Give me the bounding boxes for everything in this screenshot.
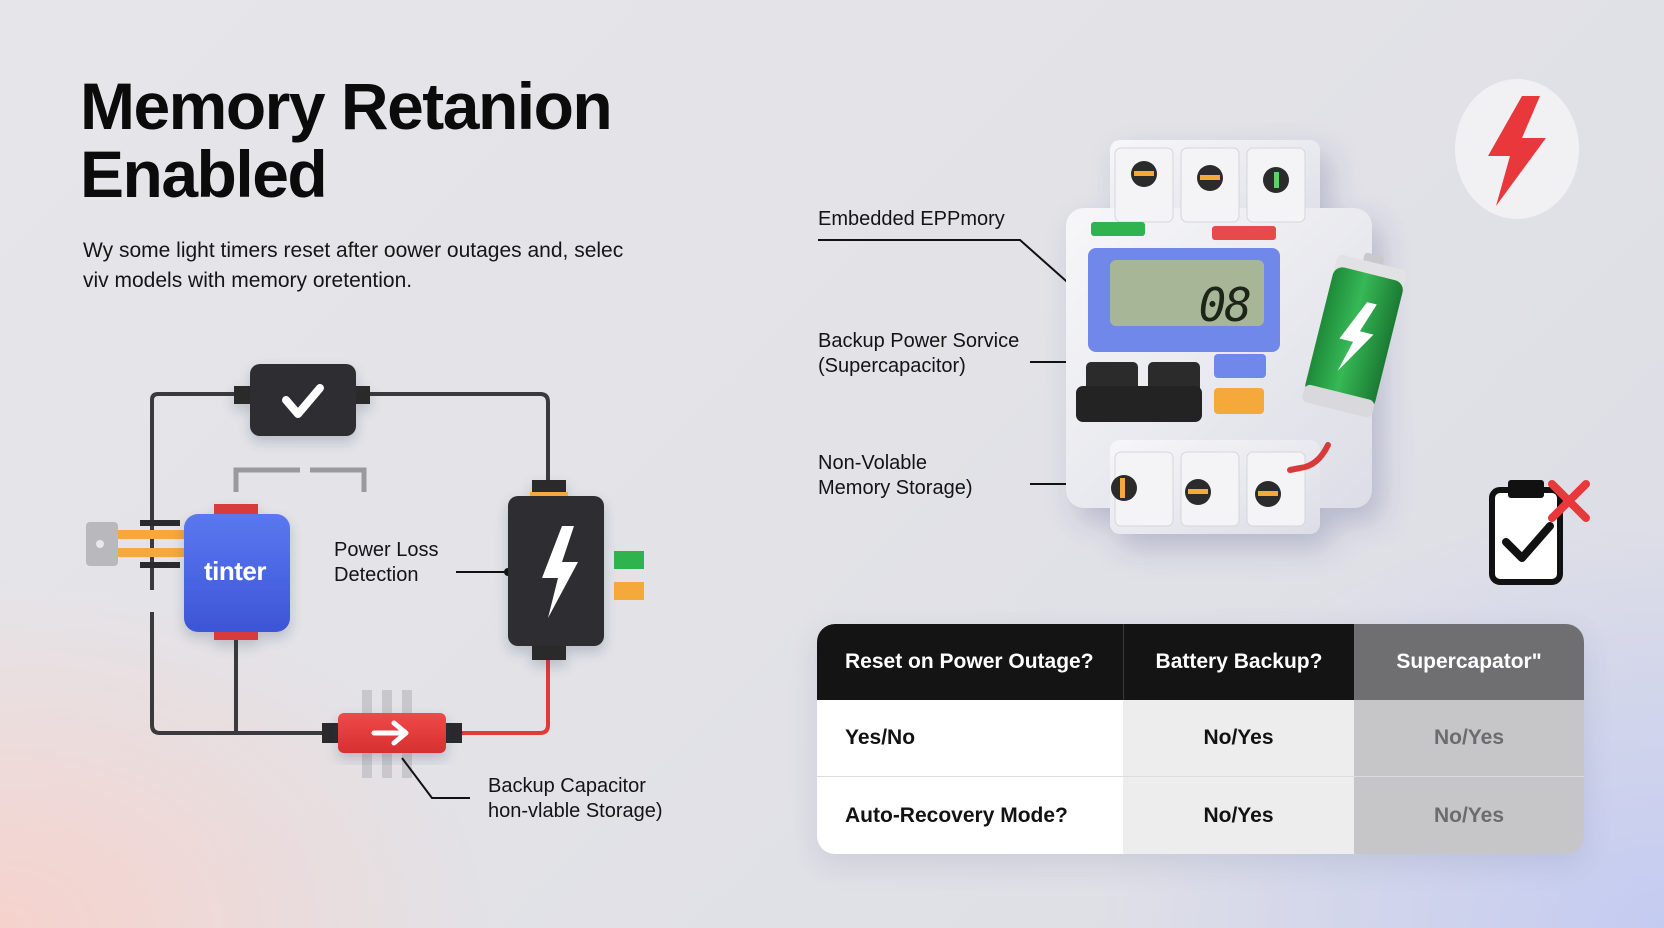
arrow-right-icon [371,720,409,746]
table-cell: No/Yes [1123,777,1354,854]
nonvolatile-label: Non-Volable Memory Storage) [818,451,973,501]
ghost-wire [310,467,367,492]
bottom-terminals [1111,451,1306,527]
ghost-wire [233,467,300,492]
title-line-1: Memory Retanion [80,69,613,143]
timer-device-illustration [818,79,1590,585]
red-wire [440,660,550,735]
subtitle-line-2: viv models with memory oretention. [83,269,413,292]
battery-charging-icon [1302,252,1407,418]
subtitle-line-1: Wy some light timers reset after oower o… [83,239,624,262]
close-icon [1548,480,1590,522]
lightning-bolt-icon [542,526,578,618]
device-switch [1076,386,1202,422]
comparison-table: Reset on Power Outage? Battery Backup? S… [817,624,1584,854]
lcd-digits: 08 [1198,278,1252,332]
power-loss-label-line-2: Detection [334,564,419,586]
backup-power-label: Backup Power Sorvice (Supercapacitor) [818,329,1019,379]
eeprom-label: Embedded EPPmory [818,208,1005,230]
subtitle: Wy some light timers reset after oower o… [83,236,683,296]
check-module [234,364,370,436]
clipboard-check-icon [1489,480,1590,585]
nonvolatile-label-line-1: Non-Volable [818,452,927,474]
top-terminals [1114,147,1306,223]
leader-line [401,757,470,799]
power-loss-label: Power Loss Detection [334,538,439,588]
lcd-screen [1110,260,1264,326]
table-header: Battery Backup? [1123,624,1354,700]
device-button-orange [1214,388,1264,414]
table-header: Supercapator" [1354,624,1584,700]
title-line-2: Enabled [80,137,328,211]
table-header: Reset on Power Outage? [817,624,1123,700]
table-cell: Yes/No [817,700,1123,777]
status-led-red [1212,226,1276,240]
table-cell: No/Yes [1354,777,1584,854]
backup-capacitor-label-line-1: Backup Capacitor [488,775,646,797]
device-button-blue [1214,354,1266,378]
backup-capacitor-label: Backup Capacitor hon-vlable Storage) [488,774,663,824]
status-led-green [1091,222,1145,236]
timer-block [184,504,290,640]
timer-label: tinter [204,556,267,586]
table-cell: Auto-Recovery Mode? [817,777,1123,854]
status-led-green [614,551,644,569]
backup-power-label-line-2: (Supercapacitor) [818,355,966,377]
table-cell: No/Yes [1123,700,1354,777]
lightning-badge [1455,79,1579,219]
nonvolatile-label-line-2: Memory Storage) [818,477,973,499]
wire-loop [150,392,550,735]
lightning-bolt-icon [1488,96,1546,206]
backup-capacitor-label-line-2: hon-vlable Storage) [488,800,663,822]
circuit-diagram [86,364,644,799]
backup-power-label-line-1: Backup Power Sorvice [818,330,1020,352]
backup-capacitor [322,690,462,778]
plug-connector [86,520,184,568]
power-loss-label-line-1: Power Loss [334,539,439,561]
table-cell: No/Yes [1354,700,1584,777]
status-led-orange [614,582,644,600]
page-title: Memory Retanion Enabled [80,72,700,208]
battery-wire [1287,442,1331,473]
checkmark-icon [282,384,324,418]
